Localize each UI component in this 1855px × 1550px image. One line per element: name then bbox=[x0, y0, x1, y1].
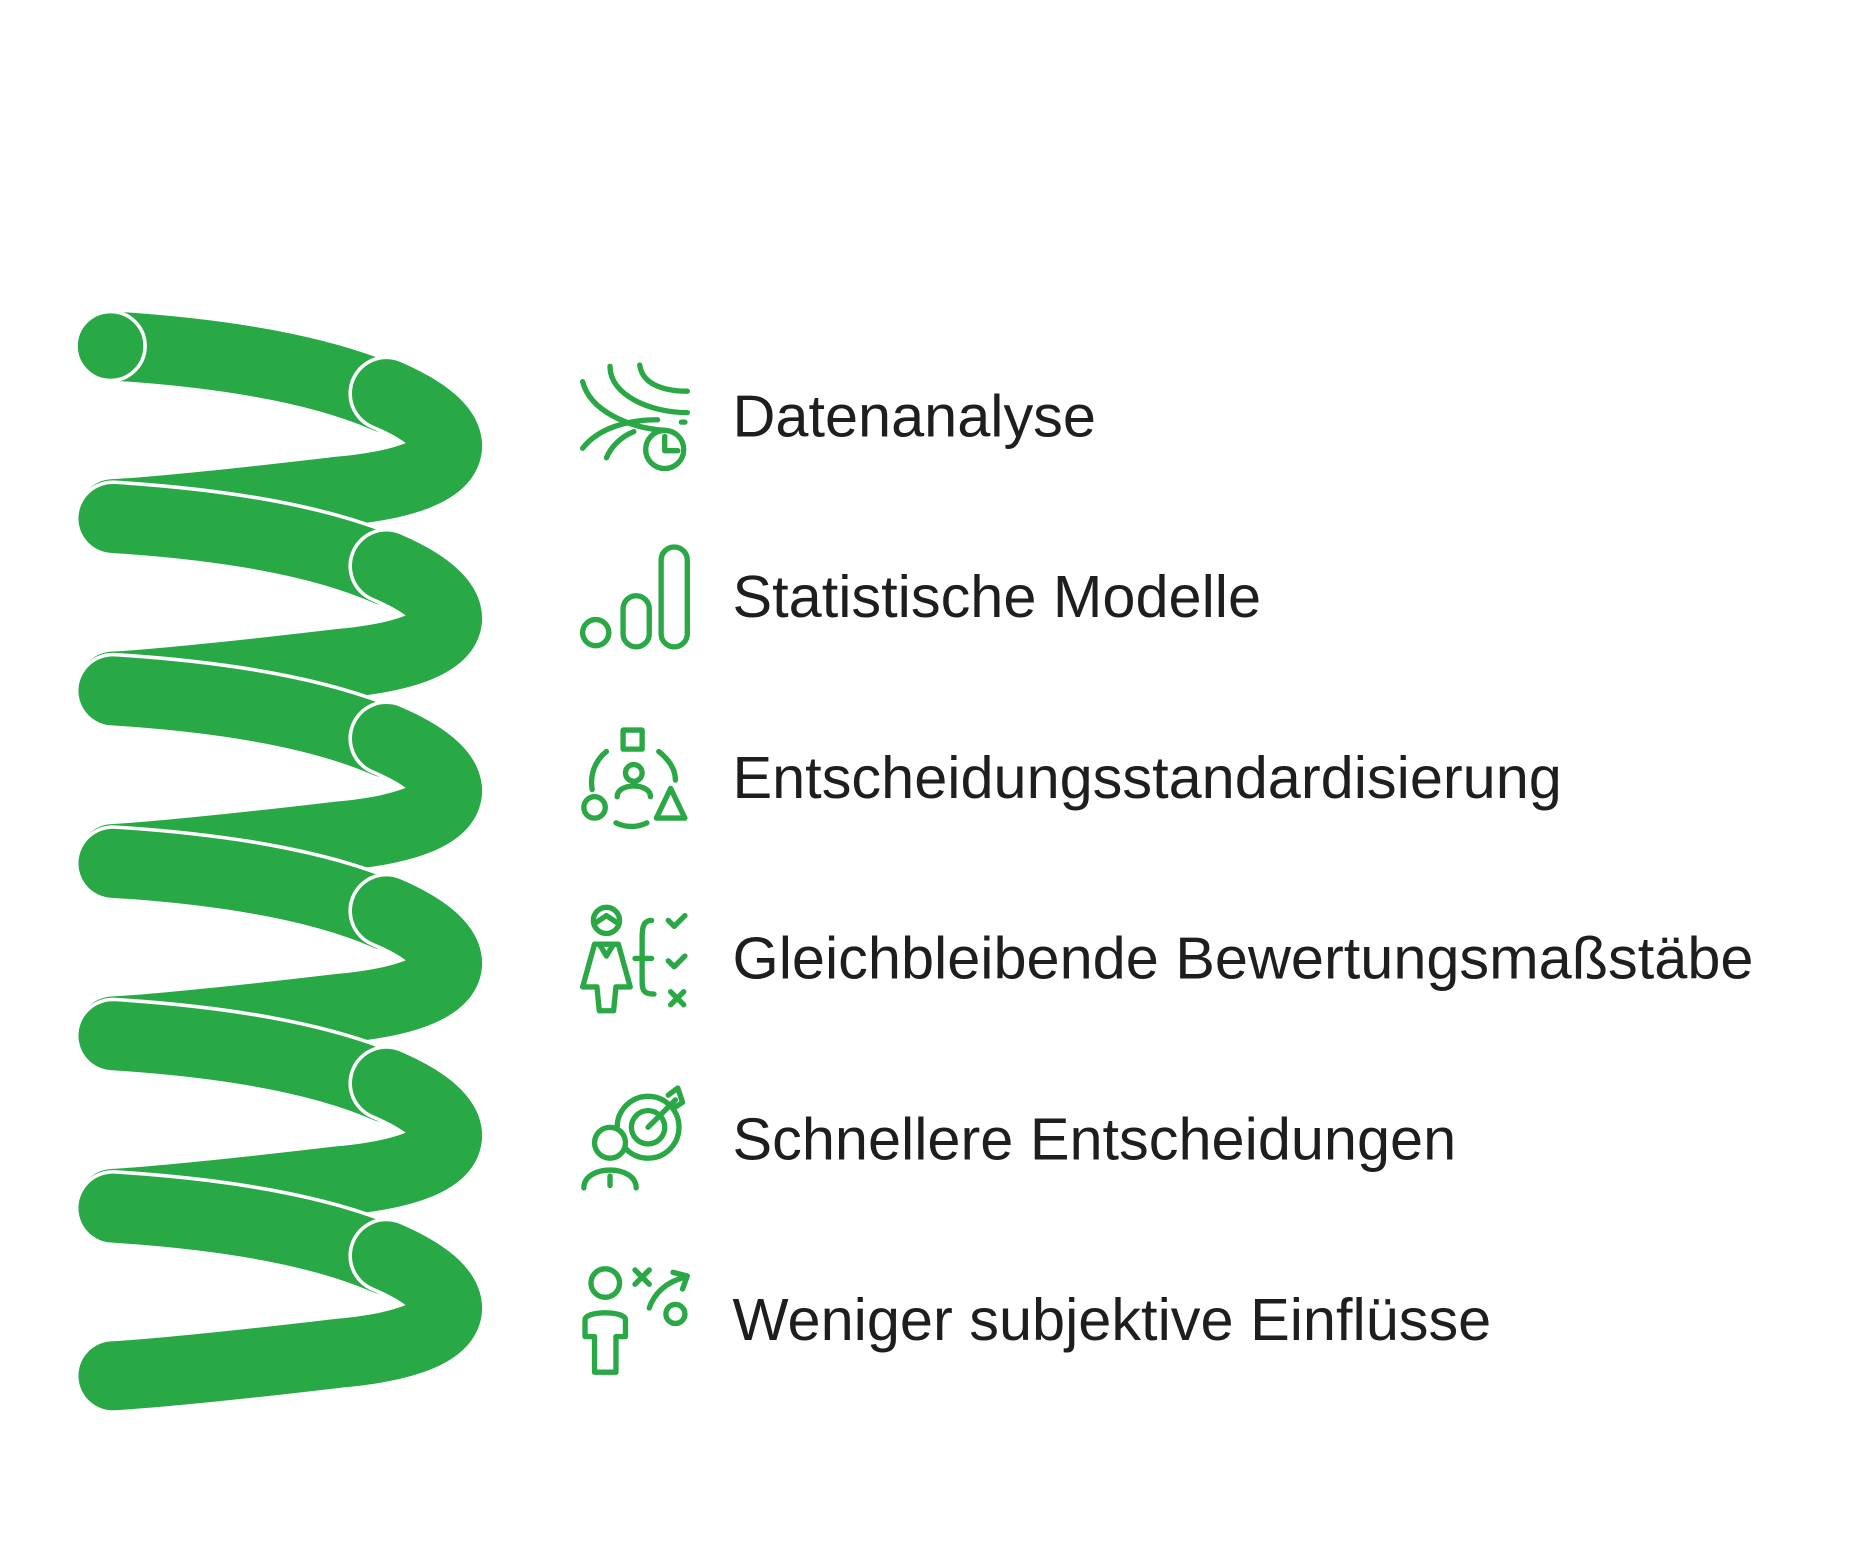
person-shapes-cycle-icon bbox=[581, 727, 688, 830]
item-label-entscheidungsstandardisierung: Entscheidungsstandardisierung bbox=[732, 744, 1561, 811]
person-checklist-icon bbox=[579, 904, 688, 1014]
spring-coil-back bbox=[78, 656, 421, 778]
spring-coil-back bbox=[78, 828, 421, 951]
bar-chart-icon bbox=[579, 544, 690, 650]
person-decision-path-icon bbox=[582, 1266, 690, 1375]
item-label-weniger-subjektive-einfluesse: Weniger subjektive Einflüsse bbox=[732, 1286, 1491, 1353]
spring-coil-back bbox=[78, 1001, 421, 1123]
spring-coil-back bbox=[78, 311, 421, 433]
item-label-schnellere-entscheidungen: Schnellere Entscheidungen bbox=[732, 1105, 1456, 1172]
spring-coil-front bbox=[78, 1221, 482, 1411]
data-flow-pie-icon bbox=[579, 362, 690, 472]
spring-end-cap bbox=[74, 309, 147, 383]
item-label-gleichbleibende-bewertungsmassstaebe: Gleichbleibende Bewertungsmaßstäbe bbox=[732, 925, 1753, 992]
spring-coil-back bbox=[78, 483, 421, 606]
spring-graphic bbox=[74, 307, 486, 1414]
spring-coil-back bbox=[78, 1173, 421, 1295]
item-label-datenanalyse: Datenanalyse bbox=[732, 382, 1095, 449]
person-target-icon bbox=[581, 1085, 686, 1191]
item-label-statistische-modelle: Statistische Modelle bbox=[732, 563, 1261, 630]
